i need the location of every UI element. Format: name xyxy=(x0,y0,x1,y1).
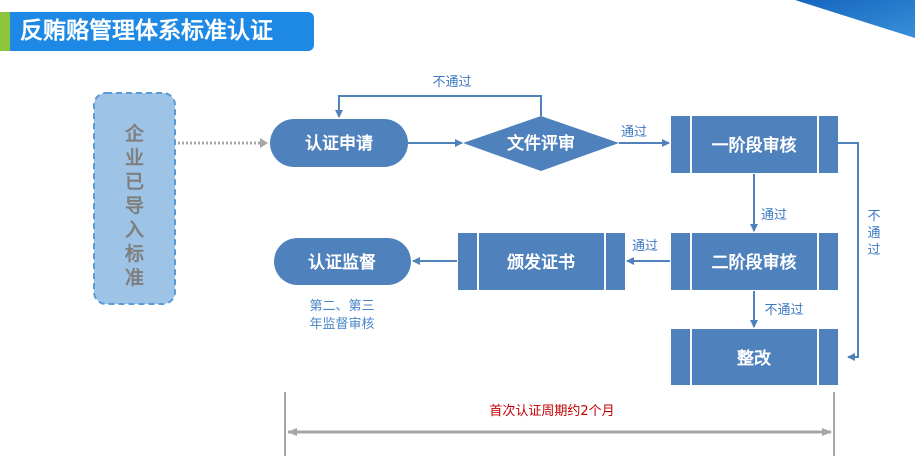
label-stage1-fail-char: 过 xyxy=(867,243,880,258)
side-box-char: 入 xyxy=(125,219,144,241)
node-apply: 认证申请 xyxy=(270,119,408,167)
corner-decoration xyxy=(795,0,915,38)
title-background xyxy=(10,12,314,51)
node-stage1: 一阶段审核 xyxy=(671,116,838,173)
label-stage1-pass: 通过 xyxy=(761,208,787,223)
label-doc-pass: 通过 xyxy=(621,125,647,140)
edge-stage1-fail-to-rectify xyxy=(838,142,859,361)
side-box-char: 企 xyxy=(124,122,145,145)
node-stage2-label: 二阶段审核 xyxy=(712,252,797,273)
side-box-imported-standard: 企 业 已 导 入 标 准 xyxy=(93,92,176,305)
node-rectify-label: 整改 xyxy=(737,348,772,369)
node-stage1-label: 一阶段审核 xyxy=(712,135,797,156)
dotted-arrow-head xyxy=(260,138,268,148)
node-surveillance: 认证监督 xyxy=(274,238,411,285)
span-label: 首次认证周期约2个月 xyxy=(489,403,614,419)
node-doc-review: 文件评审 xyxy=(463,116,619,171)
title-accent xyxy=(0,12,10,51)
label-stage1-fail-char: 不 xyxy=(867,209,880,224)
label-stage2-pass: 通过 xyxy=(632,239,658,254)
node-apply-label: 认证申请 xyxy=(305,133,373,154)
label-stage1-fail-char: 通 xyxy=(867,226,880,241)
label-doc-fail: 不通过 xyxy=(432,75,471,90)
node-surveillance-label: 认证监督 xyxy=(308,252,376,273)
title-bar: 反贿赂管理体系标准认证 xyxy=(0,12,314,51)
node-stage2: 二阶段审核 xyxy=(671,233,838,290)
side-box-char: 导 xyxy=(125,195,144,217)
surveillance-note-line: 年监督审核 xyxy=(309,317,374,332)
label-stage2-fail: 不通过 xyxy=(764,303,803,318)
side-box-char: 业 xyxy=(125,147,144,169)
node-rectify: 整改 xyxy=(671,329,838,385)
side-box-char: 准 xyxy=(125,267,144,289)
node-doc-review-label: 文件评审 xyxy=(507,133,575,154)
page-title: 反贿赂管理体系标准认证 xyxy=(20,18,273,44)
surveillance-note-line: 第二、第三 xyxy=(309,299,374,314)
node-certificate: 颁发证书 xyxy=(458,233,625,290)
side-box-char: 标 xyxy=(125,243,144,265)
side-box-char: 已 xyxy=(125,171,144,193)
edge-review-fail-loop xyxy=(335,95,542,118)
node-certificate-label: 颁发证书 xyxy=(507,252,575,273)
